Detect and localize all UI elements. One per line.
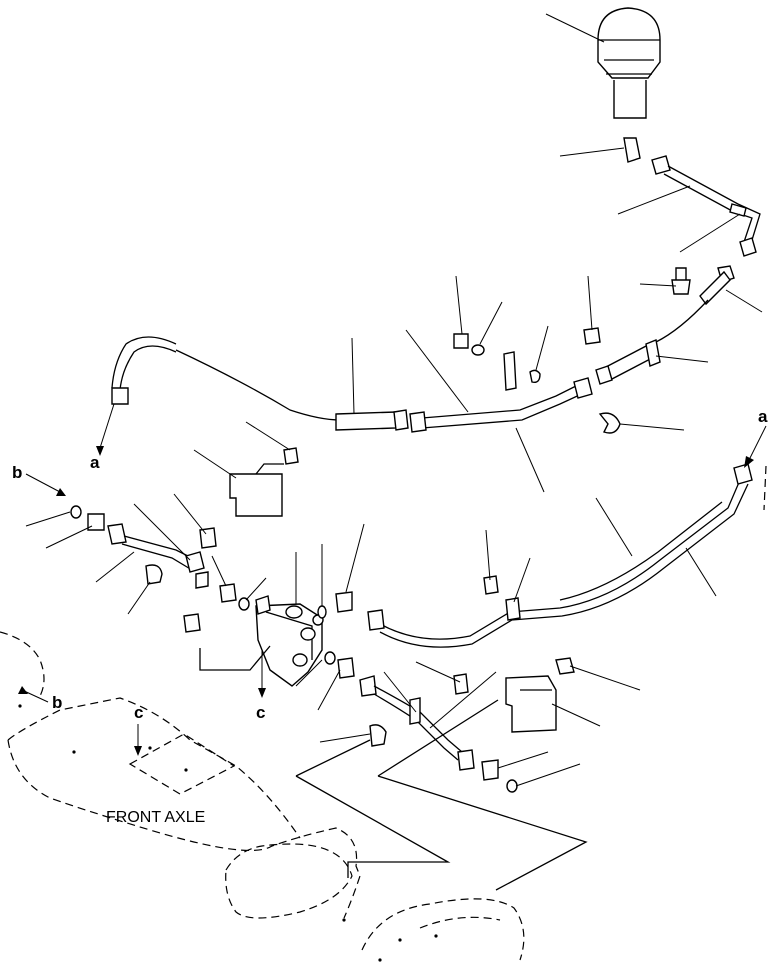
elbow-fitting xyxy=(623,137,641,163)
flex-hose-upper xyxy=(655,265,735,343)
callout-hose-fitting xyxy=(655,355,709,363)
clamp-bolt xyxy=(671,267,691,295)
callout-lower-bracket-bolt xyxy=(569,665,641,691)
reference-marks xyxy=(18,704,438,962)
front-axle-outline xyxy=(0,631,525,961)
callout-o-ring-lower xyxy=(515,763,581,787)
callout-washer xyxy=(479,301,503,345)
callout-bolt-right xyxy=(485,529,491,581)
upper-bracket xyxy=(229,447,299,517)
pipe-clip xyxy=(503,351,541,391)
valve-fittings xyxy=(183,583,355,679)
callout-clamp-bolt xyxy=(639,283,677,287)
callout-fitting-2 xyxy=(245,577,267,601)
left-fittings xyxy=(70,505,217,589)
callout-long-pipe-1 xyxy=(595,497,633,557)
callout-union-lower xyxy=(497,751,549,769)
label-c-axle: c xyxy=(134,703,143,722)
callout-sleeve-lower xyxy=(319,733,371,743)
hose-coupler xyxy=(335,409,409,431)
label-a-left: a xyxy=(90,453,100,472)
callout-bracket-bolt xyxy=(245,421,291,451)
axle-pipe-1 xyxy=(295,739,451,878)
callout-lower-pipe xyxy=(383,671,417,713)
callout-bolt xyxy=(587,275,593,331)
callout-long-pipe-2 xyxy=(685,547,717,597)
arrow-b-left-head xyxy=(56,488,66,496)
callout-main-pipe xyxy=(405,329,469,413)
callout-coupler xyxy=(351,337,355,415)
callout-clamp-right xyxy=(513,557,531,603)
callout-nut xyxy=(455,275,463,335)
callout-flex-hose xyxy=(725,289,763,313)
callout-fitting-4 xyxy=(345,523,365,593)
callout-lower-clamp xyxy=(415,661,461,683)
callout-pipe-left xyxy=(95,551,135,583)
callout-upper-pipe xyxy=(617,185,691,215)
lower-pipe xyxy=(359,673,518,793)
hidden-line-right xyxy=(763,465,767,511)
callout-fitting-5 xyxy=(295,659,323,687)
front-axle-label: FRONT AXLE xyxy=(106,809,205,826)
callout-bracket xyxy=(193,449,237,479)
arrow-c-axle-head xyxy=(134,746,142,756)
callout-main-pipe-2 xyxy=(515,427,545,493)
upper-brake-pipe xyxy=(651,155,761,257)
callout-fitting-1 xyxy=(211,555,227,587)
callout-valve-mount xyxy=(199,645,271,671)
left-flex-hose xyxy=(111,336,341,421)
arrow-a-right-head xyxy=(744,456,754,468)
arrow-a-left-head xyxy=(96,446,104,456)
arrow-a-right xyxy=(747,425,767,463)
label-a-right: a xyxy=(758,407,768,426)
callout-o-ring-left xyxy=(25,511,71,527)
callout-clip xyxy=(535,325,549,371)
arrow-b-left xyxy=(25,473,61,493)
main-pipe-upper xyxy=(409,377,593,433)
callout-clamp xyxy=(679,213,741,253)
main-pipe-long xyxy=(367,463,753,648)
label-c-center: c xyxy=(256,703,265,722)
axle-pipe-2 xyxy=(377,699,588,891)
arrow-b-lower-head xyxy=(18,686,28,694)
callout-reservoir xyxy=(545,13,605,43)
reservoir-tank xyxy=(597,7,661,119)
callout-union-left xyxy=(45,525,93,549)
arrow-a-left xyxy=(99,403,115,449)
label-b-left: b xyxy=(12,463,22,482)
hose-fitting-mid xyxy=(595,339,661,385)
callout-lower-pipe-2 xyxy=(429,671,497,729)
callout-elbow xyxy=(559,147,625,157)
lower-bracket xyxy=(505,657,575,733)
callout-sleeve-left xyxy=(127,581,151,615)
callout-u-clip xyxy=(619,423,685,431)
label-b-lower: b xyxy=(52,693,62,712)
brake-valve xyxy=(255,595,324,687)
callout-bolt-left xyxy=(173,493,207,535)
upper-bolts xyxy=(453,327,601,356)
callout-lower-bracket xyxy=(551,703,601,727)
callout-fitting-6 xyxy=(317,669,341,711)
arrow-c-center-head xyxy=(258,688,266,698)
u-clip xyxy=(598,412,621,434)
callout-tube-clamp xyxy=(133,503,191,561)
